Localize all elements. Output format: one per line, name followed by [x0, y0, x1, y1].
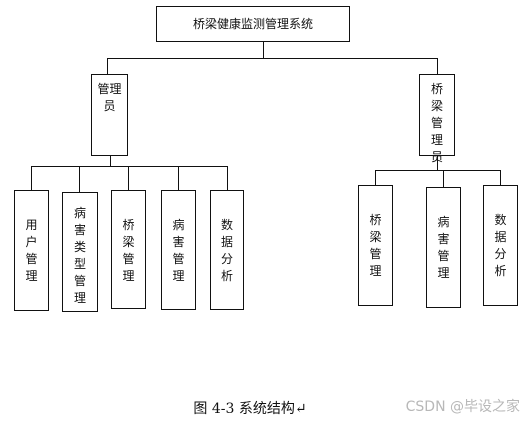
root-label: 桥梁健康监测管理系统	[192, 16, 313, 31]
admin-child-bridge-management: 桥梁管理	[111, 190, 146, 309]
figure-caption: 图 4-3 系统结构↵	[193, 401, 307, 417]
admin-child-defect-management: 病害管理	[161, 190, 196, 310]
admin-child-data-analysis: 数据分析	[210, 190, 244, 310]
watermark: CSDN @毕设之家	[405, 399, 520, 415]
admin-child-defect-type-management: 病害类型管理	[62, 192, 98, 312]
bridge-admin-child-defect-management: 病害管理	[426, 187, 461, 308]
root-node: 桥梁健康监测管理系统	[156, 6, 350, 42]
admin-node: 管理员	[91, 74, 128, 156]
admin-child-user-management: 用户管理	[14, 190, 49, 311]
admin-label: 管理员	[97, 82, 122, 113]
bridge-admin-child-bridge-management: 桥梁管理	[358, 185, 393, 306]
bridge-admin-child-data-analysis: 数据分析	[483, 185, 518, 306]
bridge-admin-label: 桥梁管理员	[430, 82, 443, 164]
bridge-admin-node: 桥梁管理员	[419, 74, 455, 164]
